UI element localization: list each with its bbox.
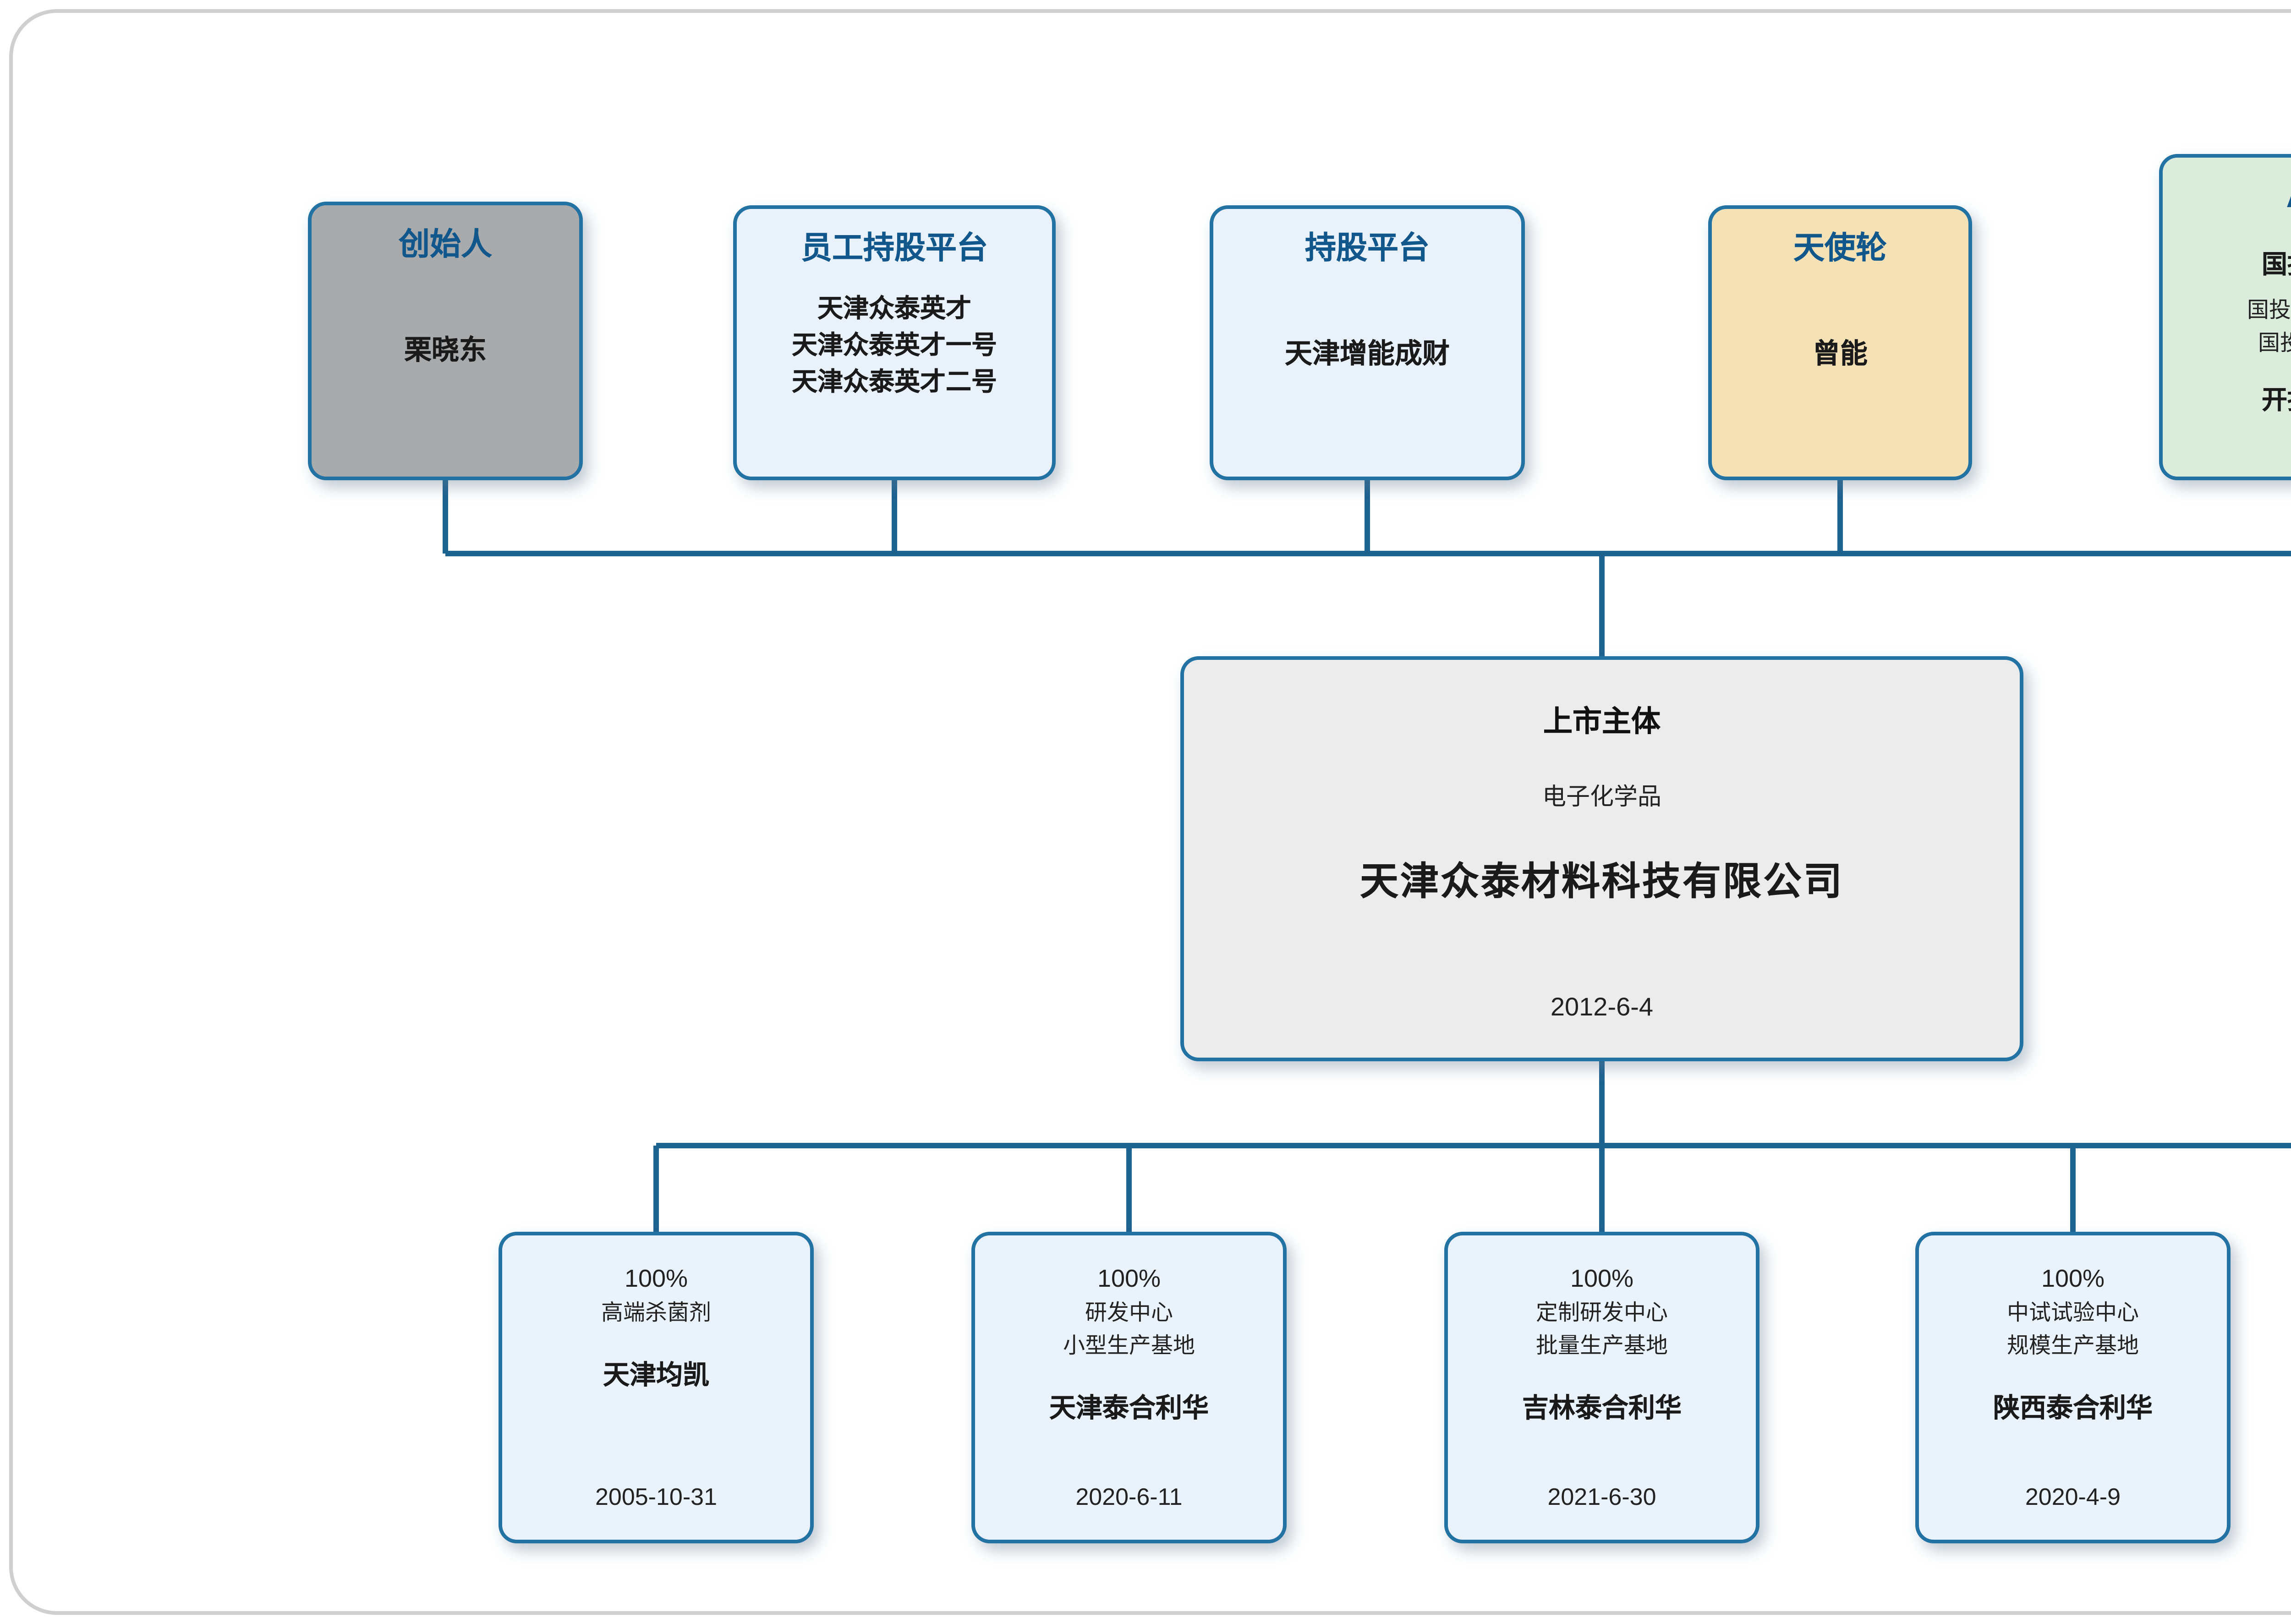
series-a-other-investor: 开拓和一 (2262, 385, 2291, 415)
angel-round-node: 天使轮 曾能 (1708, 205, 1972, 480)
holding-platform-title: 持股平台 (1305, 231, 1430, 266)
subsidiary-name: 天津泰合利华 (1049, 1395, 1209, 1424)
subsidiary-functions: 定制研发中心 批量生产基地 (1536, 1296, 1668, 1362)
bottom-connector-path (653, 1061, 2291, 1232)
ownership-percentage: 100% (2041, 1265, 2105, 1292)
subsidiary-functions: 高端杀菌剂 (601, 1296, 711, 1329)
function-line: 规模生产基地 (2006, 1333, 2139, 1358)
angel-round-investor: 曾能 (1812, 340, 1868, 371)
holding-platform-node: 持股平台 天津增能成财 (1210, 205, 1525, 480)
subsidiary-functions: 中试试验中心 规模生产基地 (2007, 1296, 2139, 1362)
founder-title: 创始人 (399, 227, 492, 262)
subsidiary-name: 天津均凯 (603, 1362, 709, 1391)
subsidiary-name: 陕西泰合利华 (1993, 1395, 2153, 1424)
function-line: 小型生产基地 (1063, 1333, 1195, 1358)
function-line: 批量生产基地 (1535, 1333, 1668, 1358)
subsidiary-node: 100% 中试试验中心 规模生产基地 陕西泰合利华 2020-4-9 (1915, 1232, 2231, 1543)
function-line: 中试试验中心 (2006, 1300, 2139, 1325)
founder-node: 创始人 栗晓东 (308, 202, 583, 480)
founder-name: 栗晓东 (404, 336, 487, 368)
series-a-title: A轮 (2286, 158, 2291, 217)
main-entity-label: 上市主体 (1543, 708, 1661, 739)
employee-platform-entities: 天津众泰英才 天津众泰英才一号 天津众泰英才二号 (792, 291, 997, 401)
main-entity-date: 2012-6-4 (1550, 992, 1654, 1021)
subsidiary-node: 100% 定制研发中心 批量生产基地 吉林泰合利华 2021-6-30 (1444, 1232, 1759, 1543)
entity-line: 天津众泰英才 (817, 294, 971, 324)
entity-line: 天津众泰英才一号 (792, 330, 997, 360)
function-line: 定制研发中心 (1535, 1300, 1668, 1325)
entity-line: 国投重大专项 (2247, 297, 2291, 324)
ownership-percentage: 100% (1570, 1265, 1634, 1292)
series-a-lead-investor: 国投创业 (2262, 250, 2291, 280)
main-entity-name: 天津众泰材料科技有限公司 (1360, 861, 1844, 904)
subsidiary-date: 2021-6-30 (1547, 1483, 1656, 1510)
subsidiary-name: 吉林泰合利华 (1522, 1395, 1682, 1424)
series-a-sub-entities: 国投重大专项 国投京津冀 (2247, 294, 2291, 360)
holding-platform-name: 天津增能成财 (1284, 340, 1450, 371)
subsidiary-node: 100% 研发中心 小型生产基地 天津泰合利华 2020-6-11 (971, 1232, 1287, 1543)
subsidiary-date: 2020-4-9 (2025, 1483, 2121, 1510)
function-line: 高端杀菌剂 (601, 1300, 711, 1325)
subsidiary-functions: 研发中心 小型生产基地 (1063, 1296, 1195, 1362)
employee-platform-title: 员工持股平台 (801, 231, 988, 266)
subsidiary-node: 100% 高端杀菌剂 天津均凯 2005-10-31 (499, 1232, 814, 1543)
function-line: 研发中心 (1085, 1300, 1173, 1325)
subsidiary-date: 2020-6-11 (1075, 1483, 1183, 1510)
ownership-percentage: 100% (1097, 1265, 1161, 1292)
main-entity-category: 电子化学品 (1542, 783, 1661, 810)
top-connector-path (443, 480, 2291, 656)
subsidiary-date: 2005-10-31 (595, 1483, 717, 1510)
entity-line: 国投京津冀 (2258, 330, 2291, 357)
entity-line: 天津众泰英才二号 (792, 367, 997, 397)
angel-round-title: 天使轮 (1793, 231, 1887, 266)
ownership-percentage: 100% (624, 1265, 688, 1292)
series-a-node: A轮 国投创业 国投重大专项 国投京津冀 开拓和一 (2159, 154, 2291, 480)
employee-platform-node: 员工持股平台 天津众泰英才 天津众泰英才一号 天津众泰英才二号 (733, 205, 1056, 480)
main-entity-node: 上市主体 电子化学品 天津众泰材料科技有限公司 2012-6-4 (1180, 656, 2023, 1061)
